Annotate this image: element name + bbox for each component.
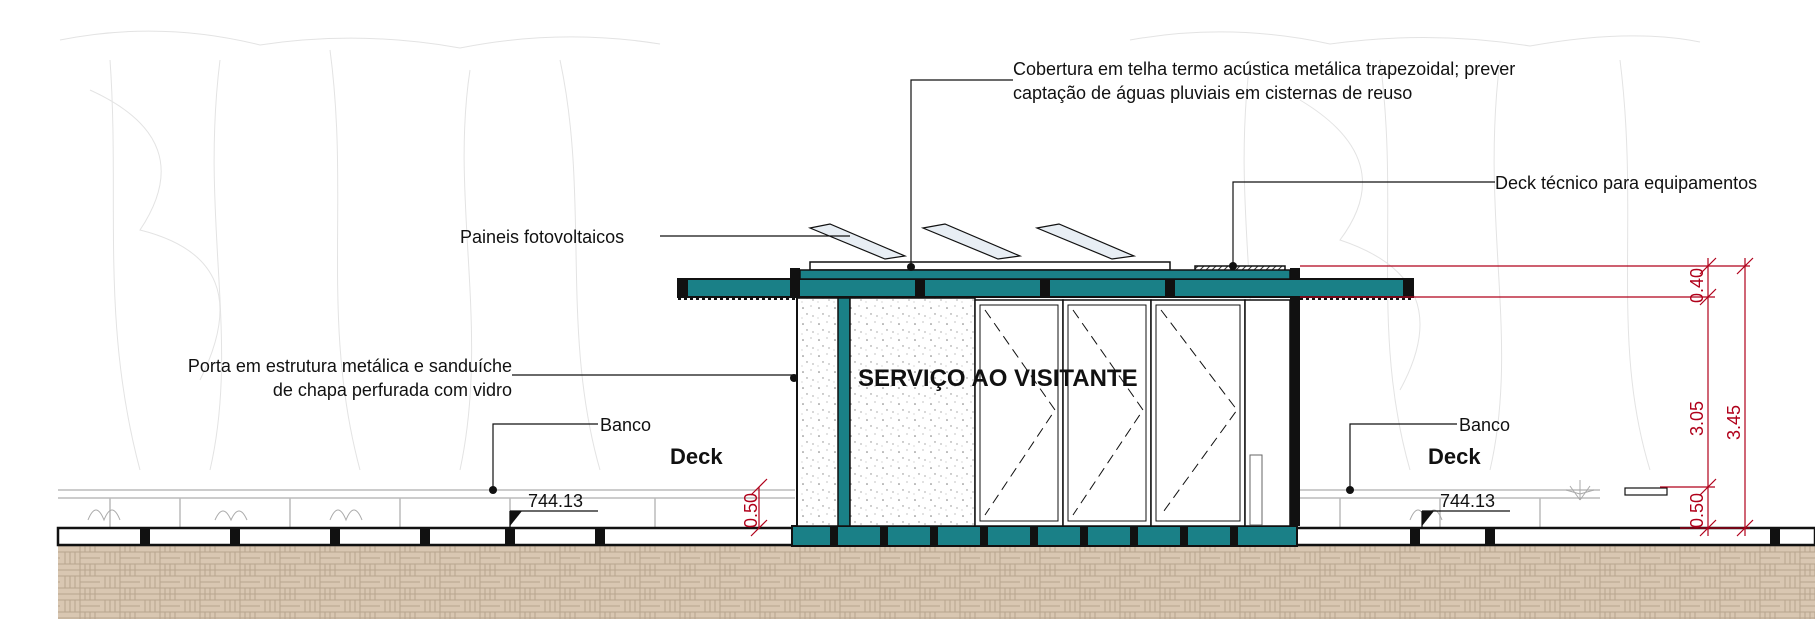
- leader-dots: [489, 262, 1354, 494]
- dim-total-height: 3.45: [1724, 405, 1744, 440]
- room-name: SERVIÇO AO VISITANTE: [858, 365, 1138, 392]
- railing-left: [58, 489, 795, 528]
- label-roof-line2: captação de águas pluviais em cisternas …: [1013, 83, 1412, 103]
- dim-deck-right: 0.50: [1687, 493, 1707, 528]
- bench-symbol-right: [1624, 487, 1668, 496]
- label-roof: Cobertura em telha termo acústica metáli…: [1013, 59, 1515, 79]
- label-tech-deck: Deck técnico para equipamentos: [1495, 173, 1757, 193]
- level-left: 744.13: [528, 491, 583, 511]
- dim-deck-left: 0.50: [741, 493, 761, 528]
- dim-wall-height: 3.05: [1687, 401, 1707, 436]
- floor-slab: [791, 525, 1298, 547]
- wall-perforated-left: [796, 297, 841, 527]
- wall-perforated-center: [849, 297, 976, 527]
- dimension-lines: [750, 257, 1754, 537]
- background-trees: [59, 30, 1701, 471]
- level-marker-right: [1421, 510, 1510, 528]
- label-solar: Paineis fotovoltaicos: [460, 227, 624, 247]
- level-marker-left: [509, 510, 598, 528]
- label-door-line2: de chapa perfurada com vidro: [273, 380, 512, 400]
- label-bench-left: Banco: [600, 415, 651, 435]
- ground: [58, 545, 1815, 619]
- wall-right-detail: [1249, 454, 1263, 526]
- column-right: [1290, 268, 1300, 526]
- label-deck-left: Deck: [670, 444, 723, 469]
- column-teal: [837, 297, 851, 527]
- glass-doors: [974, 299, 1246, 527]
- level-right: 744.13: [1440, 491, 1495, 511]
- label-door: Porta em estrutura metálica e sanduíche: [188, 356, 512, 376]
- roof: [677, 261, 1414, 300]
- solar-panels: [807, 223, 1137, 260]
- label-bench-right: Banco: [1459, 415, 1510, 435]
- label-deck-right: Deck: [1428, 444, 1481, 469]
- dim-roof-thickness: 0.40: [1687, 268, 1707, 303]
